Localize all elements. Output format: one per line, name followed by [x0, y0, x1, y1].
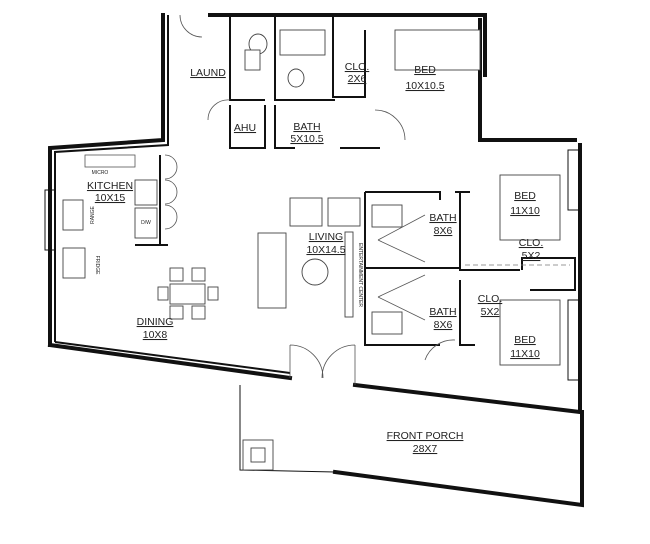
fixture-labels: MICRO RANGE D/W FRIDGE ENTERTAINMENT CEN… — [90, 170, 363, 307]
bath-lower-label: BATH — [429, 306, 456, 318]
bed-top-size: 10X10.5 — [405, 80, 444, 92]
living-label: LIVING — [309, 231, 343, 243]
windows — [44, 149, 581, 471]
bath-top-label: BATH — [293, 121, 320, 133]
doors — [179, 14, 456, 385]
bed-top-label: BED — [414, 64, 436, 76]
front-porch-size: 28X7 — [413, 443, 438, 455]
ahu-label: AHU — [234, 122, 256, 134]
kitchen-size: 10X15 — [95, 192, 126, 204]
bath-upper-label: BATH — [429, 212, 456, 224]
bath-lower-size: 8X6 — [434, 319, 453, 331]
bath-upper-size: 8X6 — [434, 225, 453, 237]
bath-top-size: 5X10.5 — [290, 133, 323, 145]
exterior-walls — [47, 13, 584, 508]
entertainment-center-label: ENTERTAINMENT CENTER — [357, 243, 363, 307]
bed-lower-size: 11X10 — [510, 348, 540, 360]
bed-lower-label: BED — [514, 334, 536, 346]
living-size: 10X14.5 — [306, 244, 345, 256]
laundry-label: LAUND — [190, 67, 226, 79]
closet-top-label: CLO. — [345, 61, 370, 73]
range-label: RANGE — [90, 205, 96, 223]
micro-label: MICRO — [92, 170, 109, 176]
closet-top-size: 2X6 — [348, 73, 367, 85]
fridge-label: FRIDGE — [94, 256, 100, 276]
dishwasher-label: D/W — [141, 220, 151, 226]
closet-upper-size: 5X2 — [522, 250, 541, 262]
fixtures — [62, 29, 570, 366]
bed-upper-label: BED — [514, 190, 536, 202]
dining-label: DINING — [137, 316, 174, 328]
kitchen-label: KITCHEN — [87, 180, 133, 192]
closet-lower-size: 5X2 — [481, 306, 500, 318]
closet-upper-label: CLO. — [519, 237, 544, 249]
bed-upper-size: 11X10 — [510, 205, 540, 217]
front-porch-label: FRONT PORCH — [387, 430, 464, 442]
dining-size: 10X8 — [143, 329, 168, 341]
closet-lower-label: CLO. — [478, 293, 503, 305]
room-labels: LAUND CLO. 2X6 BED 10X10.5 AHU BATH 5X10… — [87, 61, 543, 455]
